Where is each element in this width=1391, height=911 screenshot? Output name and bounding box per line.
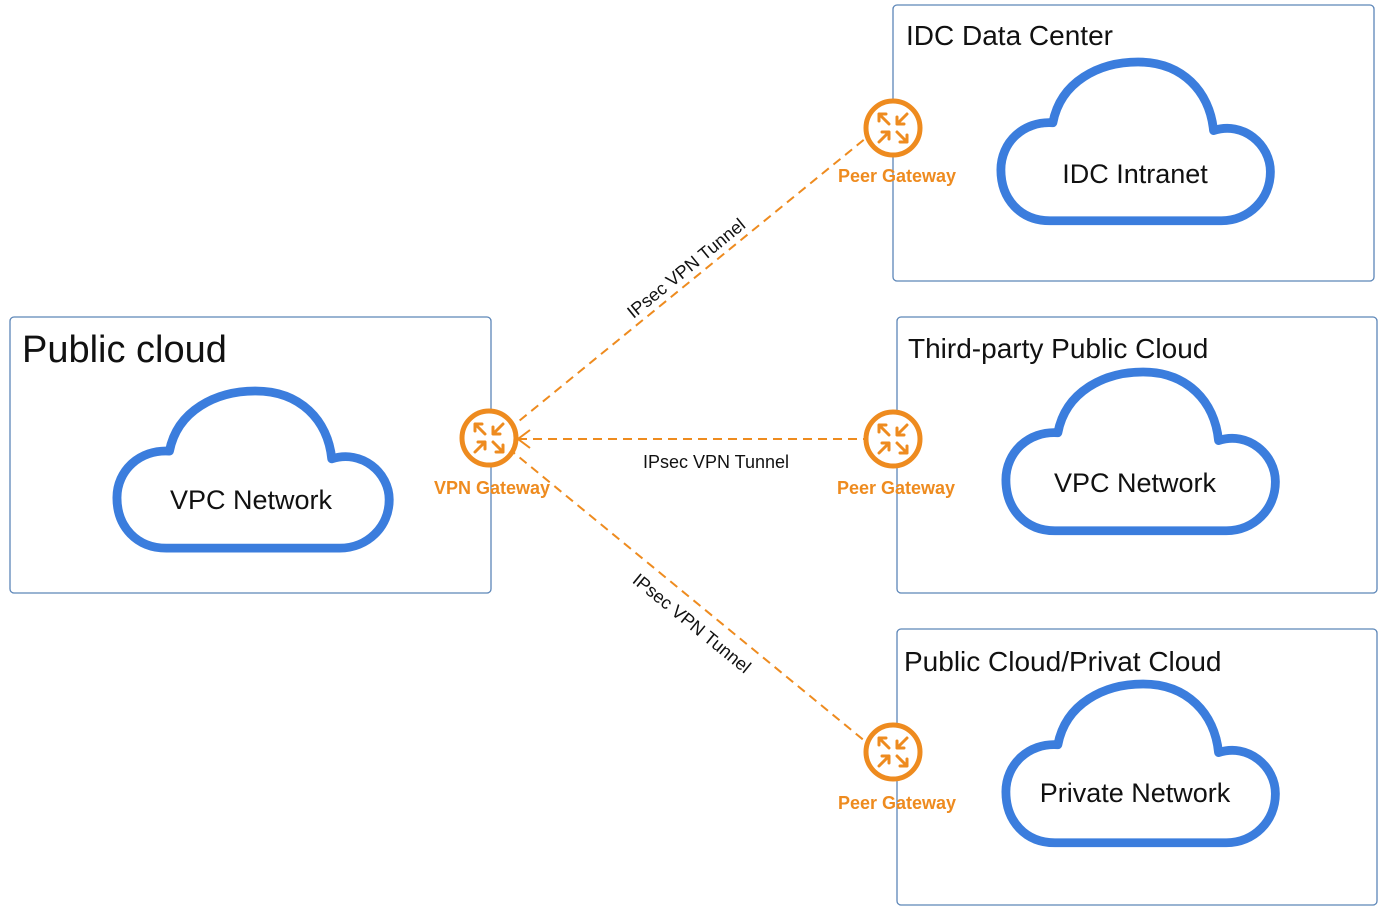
cloud-label-idc-intranet: IDC Intranet <box>1062 159 1208 189</box>
region-third-party-public-cloud: Third-party Public Cloud VPC Network <box>896 316 1378 594</box>
peer-gateway-label-third-party: Peer Gateway <box>837 478 955 498</box>
cloud-icon <box>117 391 389 548</box>
region-title-third-party: Third-party Public Cloud <box>908 333 1208 364</box>
region-title-public-cloud: Public cloud <box>22 329 227 371</box>
cloud-icon <box>1006 372 1276 531</box>
peer-gateway-label-private: Peer Gateway <box>838 793 956 813</box>
peer-gateway-label-idc: Peer Gateway <box>838 166 956 186</box>
cloud-label-private-network: Private Network <box>1040 778 1231 808</box>
region-title-idc: IDC Data Center <box>906 20 1113 51</box>
cloud-icon <box>1001 62 1271 221</box>
peer-gateway-idc[interactable]: Peer Gateway <box>838 101 956 186</box>
tunnel-label-idc: IPsec VPN Tunnel <box>623 214 749 322</box>
router-icon <box>866 725 920 779</box>
tunnel-label-third-party: IPsec VPN Tunnel <box>643 452 789 472</box>
tunnel-to-private: IPsec VPN Tunnel <box>507 447 867 743</box>
cloud-label-vpc-network: VPC Network <box>170 485 333 515</box>
peer-gateway-private[interactable]: Peer Gateway <box>838 725 956 813</box>
vpn-gateway-label: VPN Gateway <box>434 478 550 498</box>
router-icon <box>462 411 516 465</box>
region-idc-data-center: IDC Data Center IDC Intranet <box>892 4 1375 282</box>
cloud-label-third-party-vpc: VPC Network <box>1054 468 1217 498</box>
region-title-private: Public Cloud/Privat Cloud <box>904 646 1222 677</box>
tunnel-label-private: IPsec VPN Tunnel <box>629 569 755 677</box>
region-public-cloud: Public cloud VPC Network <box>9 316 492 594</box>
cloud-icon <box>1006 684 1276 843</box>
router-icon <box>866 412 920 466</box>
peer-gateway-third-party[interactable]: Peer Gateway <box>837 412 955 498</box>
region-private-cloud: Public Cloud/Privat Cloud Private Networ… <box>896 628 1378 906</box>
tunnel-to-third-party: IPsec VPN Tunnel <box>518 438 864 472</box>
tunnel-to-idc: IPsec VPN Tunnel <box>507 137 867 431</box>
vpn-gateway[interactable]: VPN Gateway <box>434 411 550 498</box>
router-icon <box>866 101 920 155</box>
